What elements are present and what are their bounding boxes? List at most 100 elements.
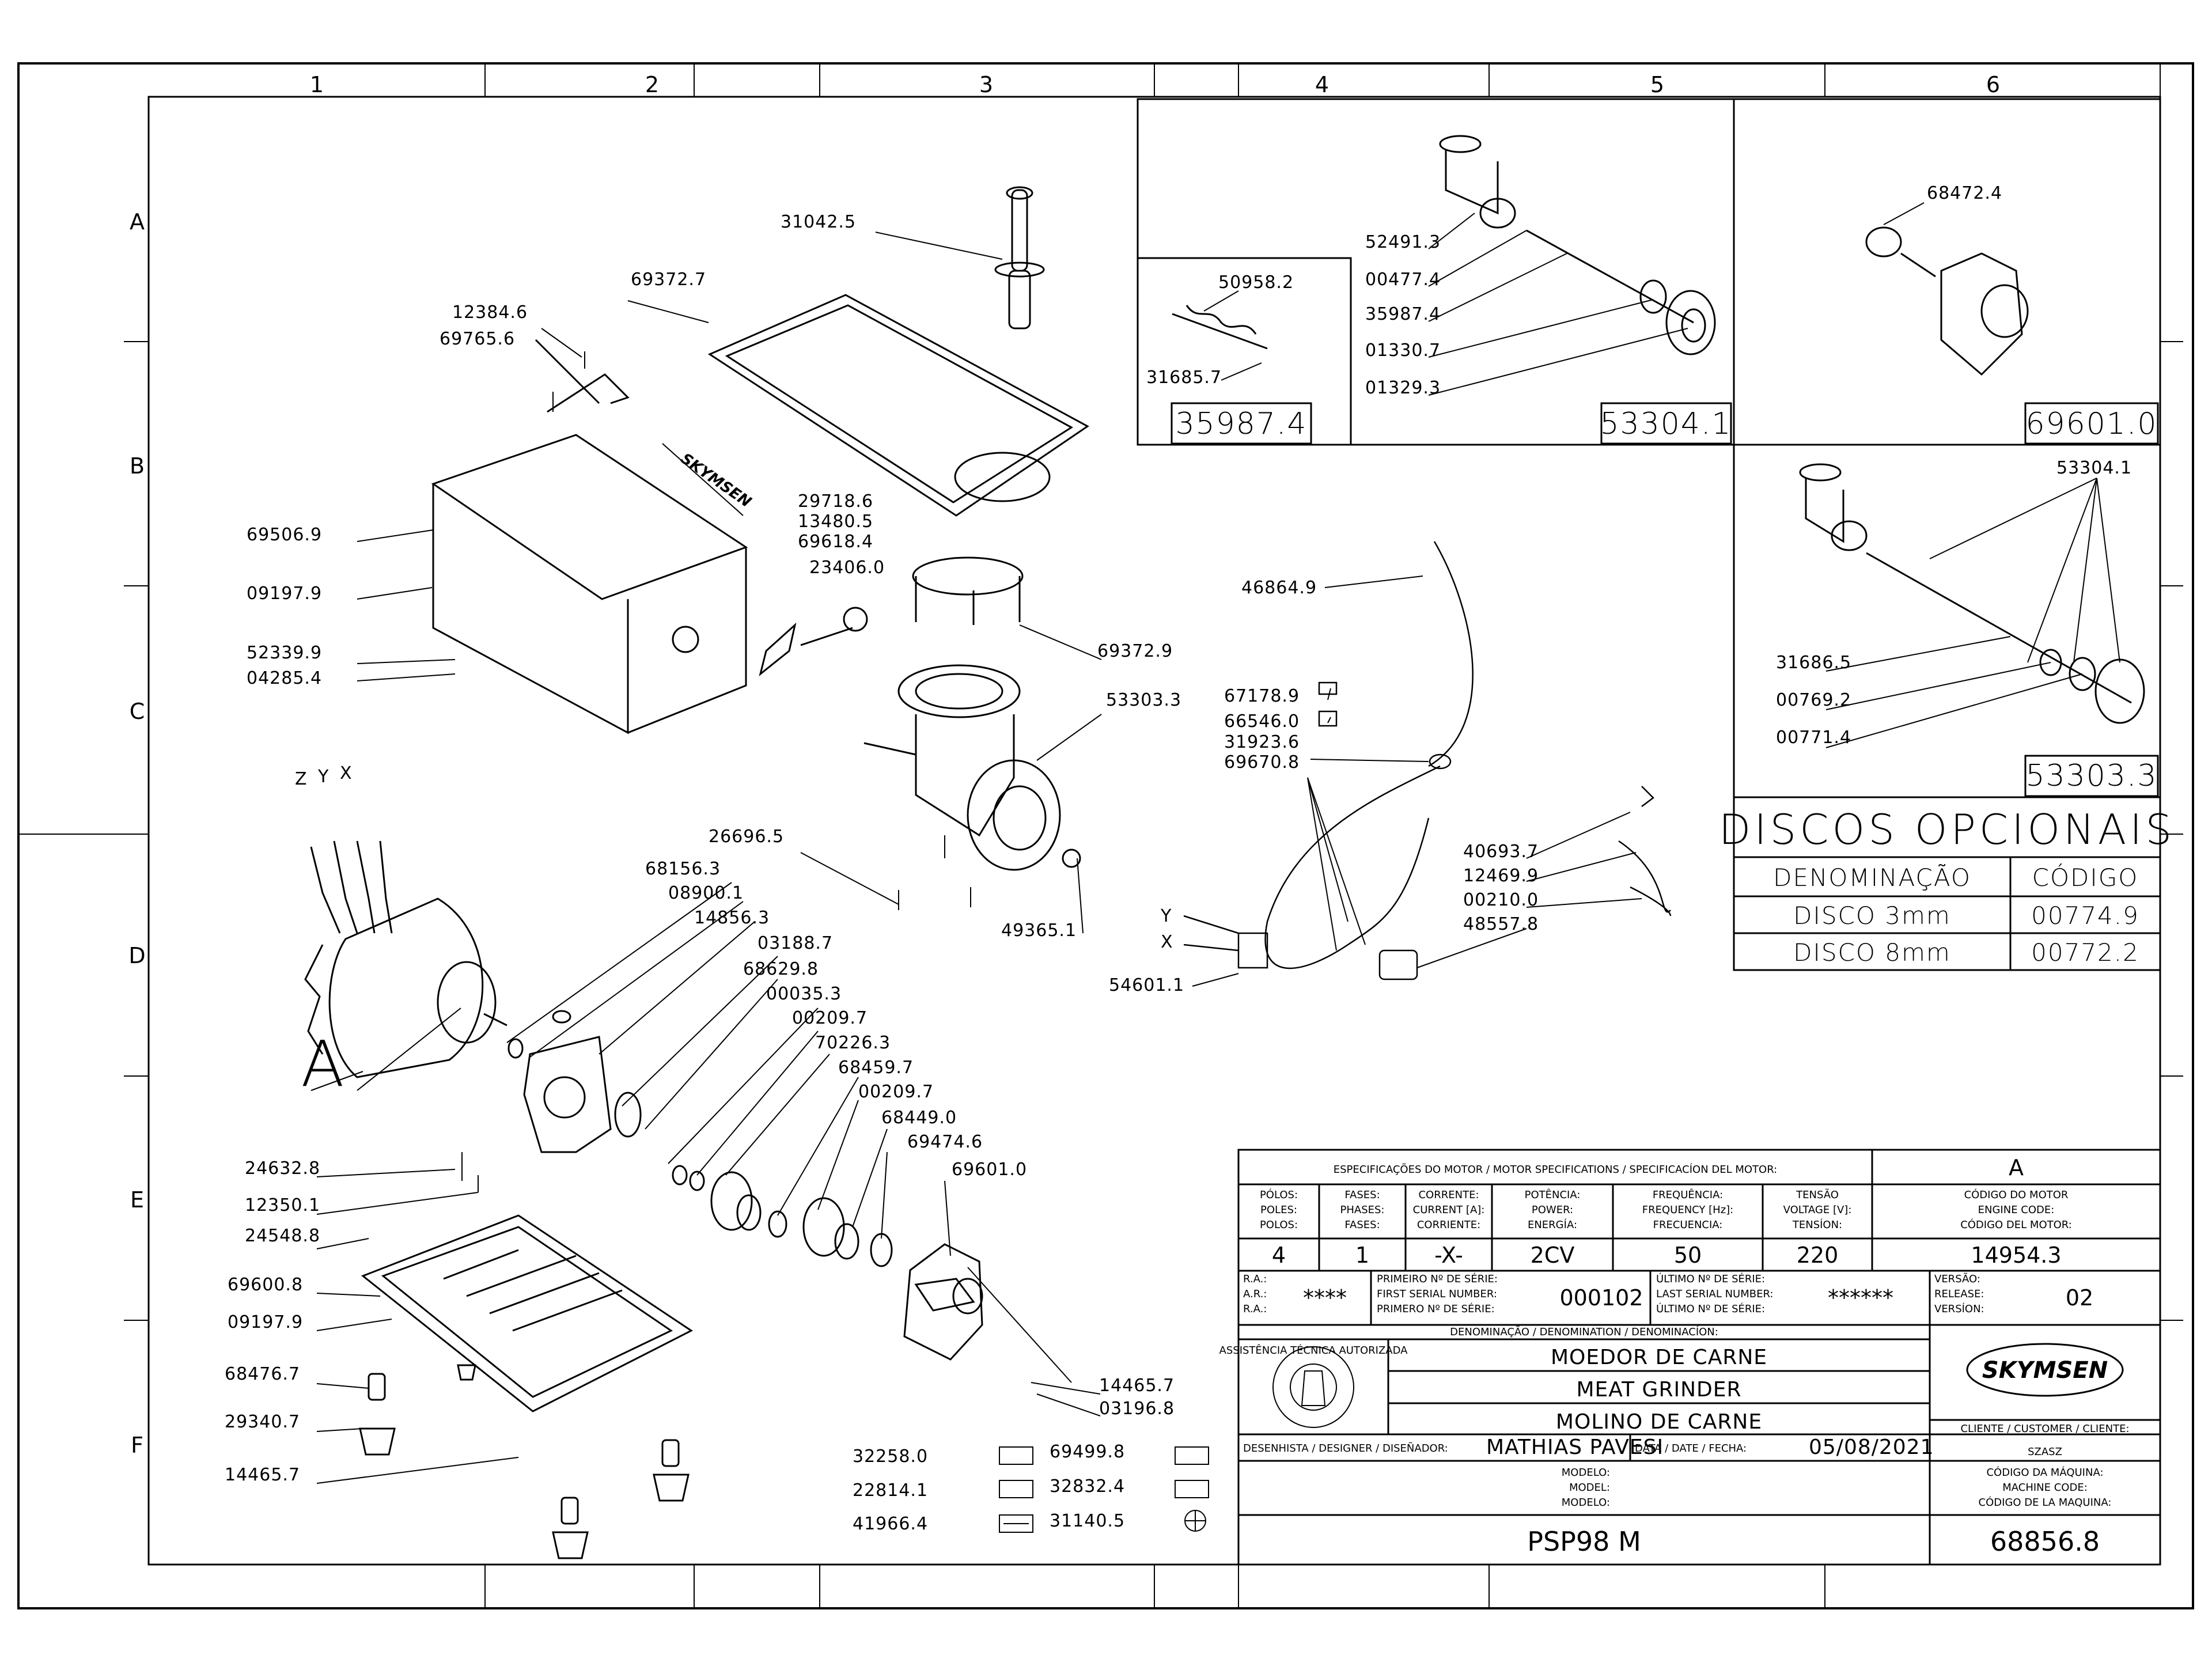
subassembly-a-drawing: [1172, 305, 1268, 350]
spec-frequency: 50: [1674, 1243, 1702, 1268]
svg-text:ENERGÍA:: ENERGÍA:: [1528, 1218, 1577, 1231]
motor-axis-labels: Z Y X: [295, 763, 352, 789]
part-label: 08900.1: [668, 883, 744, 903]
motor-spec-title: ESPECIFICAÇÕES DO MOTOR / MOTOR SPECIFIC…: [1334, 1163, 1778, 1176]
part-label: 12384.6: [452, 302, 528, 323]
part-callouts: 31042.5 69372.7 12384.6 69765.6 29718.6 …: [225, 183, 2132, 1534]
part-label: 00771.4: [1776, 728, 1851, 748]
part-label: 68629.8: [743, 959, 819, 979]
exploded-view-drawings: [304, 135, 2145, 1559]
grid-row-f: F: [131, 1433, 143, 1458]
grid-col-5: 5: [1650, 72, 1664, 97]
version-letter: A: [2009, 1155, 2024, 1180]
svg-text:FIRST SERIAL NUMBER:: FIRST SERIAL NUMBER:: [1377, 1288, 1497, 1300]
grid-column-labels: 1 2 3 4 5 6: [310, 72, 2000, 97]
svg-text:A.R.:: A.R.:: [1243, 1288, 1267, 1300]
part-label: 69506.9: [247, 525, 322, 545]
part-label: 01329.3: [1365, 378, 1441, 398]
svg-text:CÓDIGO DEL MOTOR:: CÓDIGO DEL MOTOR:: [1960, 1218, 2072, 1231]
machine-names: MOEDOR DE CARNE MEAT GRINDER MOLINO DE C…: [1551, 1346, 1767, 1434]
spec-power: 2CV: [1531, 1243, 1575, 1268]
date-label: DATA / DATE / FECHA:: [1635, 1442, 1747, 1455]
grid-row-d: D: [128, 943, 145, 968]
part-label: 32832.4: [1050, 1476, 1125, 1497]
leader-lines: [310, 202, 2120, 1484]
part-label: 29340.7: [225, 1412, 300, 1432]
part-label: 40693.7: [1463, 842, 1539, 862]
subassembly-code-d: 53303.3: [2025, 759, 2157, 793]
last-serial: ******: [1828, 1285, 1893, 1310]
spec-phases: 1: [1355, 1243, 1369, 1268]
client-value: SZASZ: [2028, 1446, 2062, 1458]
designer-name: MATHIAS PAVESI: [1486, 1435, 1664, 1459]
part-label: 69670.8: [1224, 752, 1300, 772]
discos-opcionais-table: DISCOS OPCIONAIS DENOMINAÇÃO CÓDIGO DISC…: [1719, 796, 2172, 971]
part-label: 00210.0: [1463, 890, 1539, 910]
subassembly-code-c: 69601.0: [2025, 407, 2157, 441]
housing-drawing: [431, 339, 748, 734]
spec-current: -X-: [1434, 1243, 1463, 1268]
svg-text:SKYMSEN: SKYMSEN: [1982, 1357, 2108, 1384]
part-label: 23406.0: [809, 558, 885, 578]
gearbox-drawing: [507, 1010, 612, 1153]
part-label: 12469.9: [1463, 866, 1539, 886]
svg-text:LAST SERIAL NUMBER:: LAST SERIAL NUMBER:: [1656, 1288, 1773, 1300]
svg-text:CORRIENTE:: CORRIENTE:: [1417, 1219, 1480, 1231]
disco-row-2-code: 00772.2: [2031, 938, 2139, 967]
part-label: 69618.4: [798, 532, 873, 552]
svg-text:TENSÍON:: TENSÍON:: [1792, 1218, 1842, 1231]
part-label: 00209.7: [858, 1082, 934, 1102]
part-label: 66546.0: [1224, 711, 1300, 732]
grid-col-1: 1: [310, 72, 324, 97]
part-label: 68449.0: [881, 1108, 957, 1128]
model-labels: MODELO: MODEL: MODELO:: [1562, 1467, 1610, 1509]
grid-row-a: A: [130, 209, 145, 234]
part-label: 03188.7: [757, 933, 833, 953]
grid-col-4: 4: [1315, 72, 1329, 97]
svg-text:FRECUENCIA:: FRECUENCIA:: [1653, 1219, 1723, 1231]
svg-text:ENGINE CODE:: ENGINE CODE:: [1978, 1204, 2055, 1216]
drawing-date: 05/08/2021: [1809, 1435, 1934, 1459]
part-label: 31923.6: [1224, 732, 1300, 752]
part-label: 70226.3: [815, 1033, 891, 1053]
svg-text:R.A.:: R.A.:: [1243, 1273, 1267, 1285]
part-label: 12350.1: [245, 1195, 320, 1215]
grid-col-2: 2: [645, 72, 659, 97]
label-symbols: [999, 1446, 1209, 1533]
part-label: 67178.9: [1224, 686, 1300, 706]
part-label: 03196.8: [1099, 1399, 1175, 1419]
axis-label-z: Z: [295, 769, 308, 789]
part-label: 14856.3: [694, 908, 770, 928]
svg-text:MACHINE CODE:: MACHINE CODE:: [2002, 1482, 2088, 1494]
screws-drawing: [461, 351, 1072, 1383]
part-label: 31686.5: [1776, 653, 1851, 673]
part-label: 14465.7: [1099, 1376, 1175, 1396]
motor-drawing: [304, 840, 507, 1078]
feet-drawing: [359, 1364, 690, 1559]
name-pt: MOEDOR DE CARNE: [1551, 1346, 1767, 1369]
pusher-drawing: [994, 186, 1045, 329]
disco-row-1-code: 00774.9: [2031, 902, 2139, 930]
part-label: 53304.1: [2056, 458, 2132, 478]
grid-col-6: 6: [1986, 72, 2000, 97]
part-label: 69372.7: [631, 270, 706, 290]
svg-text:FREQUÊNCIA:: FREQUÊNCIA:: [1653, 1188, 1723, 1201]
svg-text:POLES:: POLES:: [1260, 1204, 1297, 1216]
wiring-label-x: X: [1161, 932, 1173, 952]
part-label: 13480.5: [798, 512, 873, 532]
authorized-service-stamp: [1272, 1346, 1354, 1428]
grid-row-e: E: [130, 1187, 144, 1213]
part-label: 41966.4: [853, 1514, 928, 1534]
part-label: 54601.1: [1109, 975, 1184, 995]
part-label: 49365.1: [1001, 921, 1077, 941]
part-label: 69765.6: [440, 329, 515, 349]
motor-detail-label: A: [301, 1027, 344, 1101]
discos-header-name: DENOMINAÇÃO: [1773, 863, 1971, 892]
part-label: 29718.6: [798, 491, 873, 512]
serial-labels: R.A.: A.R.: R.A.: PRIMEIRO Nº DE SÉRIE: …: [1243, 1272, 1984, 1315]
svg-text:RELEASE:: RELEASE:: [1934, 1288, 1984, 1300]
subassembly-codes: 35987.4 53304.1 69601.0 53303.3: [1175, 407, 2157, 793]
grid-row-c: C: [130, 699, 145, 724]
subassembly-code-a: 35987.4: [1175, 407, 1307, 441]
